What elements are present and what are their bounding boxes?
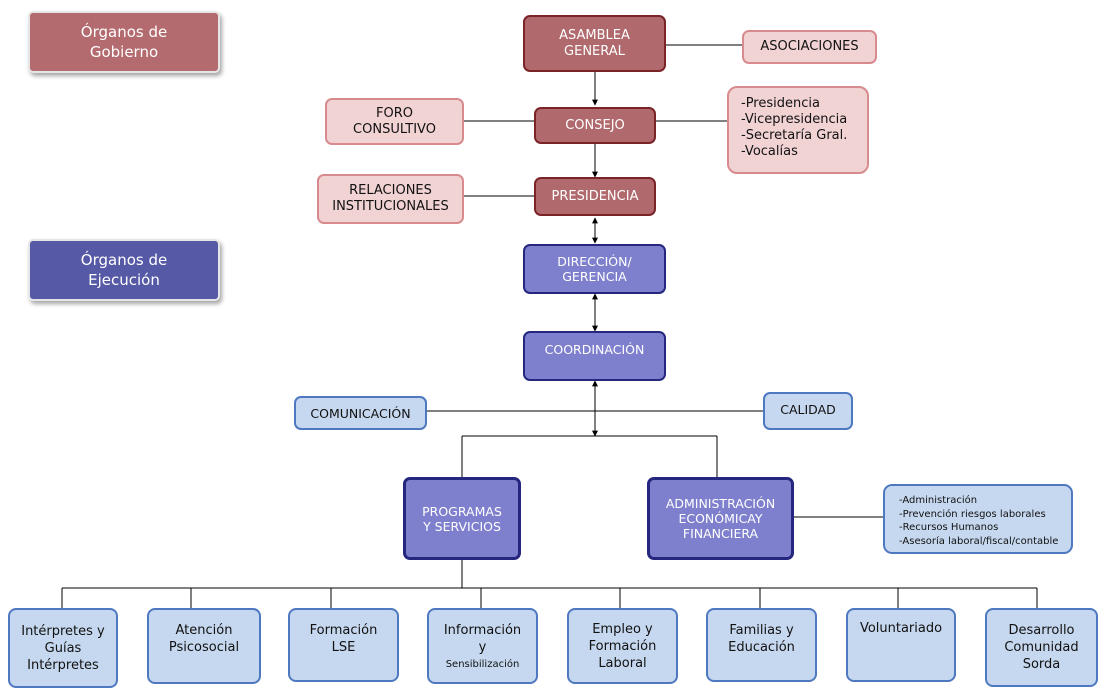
calidad-box: CALIDAD [763,392,853,430]
admin-item: -Prevención riesgos laborales [899,508,1046,520]
admin-items-list: -Administración -Prevención riesgos labo… [899,494,1058,548]
asamblea-general-box: ASAMBLEA GENERAL [523,15,666,72]
servicio-familias-educacion: Familias y Educación [706,608,817,682]
servicio-desarrollo-comunidad: Desarrollo Comunidad Sorda [985,608,1098,687]
cargo-item: -Vocalías [741,144,798,159]
servicio-formacion-lse: Formación LSE [288,608,399,682]
coordinacion-box: COORDINACIÓN [523,331,666,381]
legend-organos-gobierno: Órganos de Gobierno [28,11,220,73]
asociaciones-box: ASOCIACIONES [742,30,877,64]
comunicacion-box: COMUNICACIÓN [294,396,427,430]
legend-organos-gobierno-label: Órganos de Gobierno [80,23,168,61]
administracion-box: ADMINISTRACIÓN ECONÓMICAY FINANCIERA [647,477,794,560]
direccion-gerencia-box: DIRECCIÓN/ GERENCIA [523,244,666,294]
programas-servicios-box: PROGRAMAS Y SERVICIOS [403,477,521,560]
admin-item: -Asesoría laboral/fiscal/contable [899,535,1059,547]
servicio-informacion-sensibilizacion: Información y Sensibilización [427,608,538,684]
legend-organos-ejecucion-label: Órganos de Ejecución [80,251,168,289]
cargos-list: -Presidencia -Vicepresidencia -Secretarí… [741,96,847,160]
servicio-atencion-psicosocial: Atención Psicosocial [147,608,261,684]
servicio-empleo-formacion: Empleo y Formación Laboral [567,608,678,684]
presidencia-box: PRESIDENCIA [534,177,656,216]
administracion-items-box: -Administración -Prevención riesgos labo… [883,484,1073,554]
cargo-item: -Secretaría Gral. [741,128,848,143]
admin-item: -Administración [899,495,978,506]
consejo-cargos-box: -Presidencia -Vicepresidencia -Secretarí… [727,86,869,174]
relaciones-institucionales-box: RELACIONES INSTITUCIONALES [317,174,464,224]
servicio-voluntariado: Voluntariado [846,608,956,682]
cargo-item: -Vicepresidencia [741,112,848,127]
servicio-interpretes: Intérpretes y Guías Intérpretes [8,608,118,688]
cargo-item: -Presidencia [741,96,820,111]
consejo-box: CONSEJO [534,107,656,144]
legend-organos-ejecucion: Órganos de Ejecución [28,239,220,301]
admin-item: -Recursos Humanos [899,522,999,533]
foro-consultivo-box: FORO CONSULTIVO [325,98,464,145]
